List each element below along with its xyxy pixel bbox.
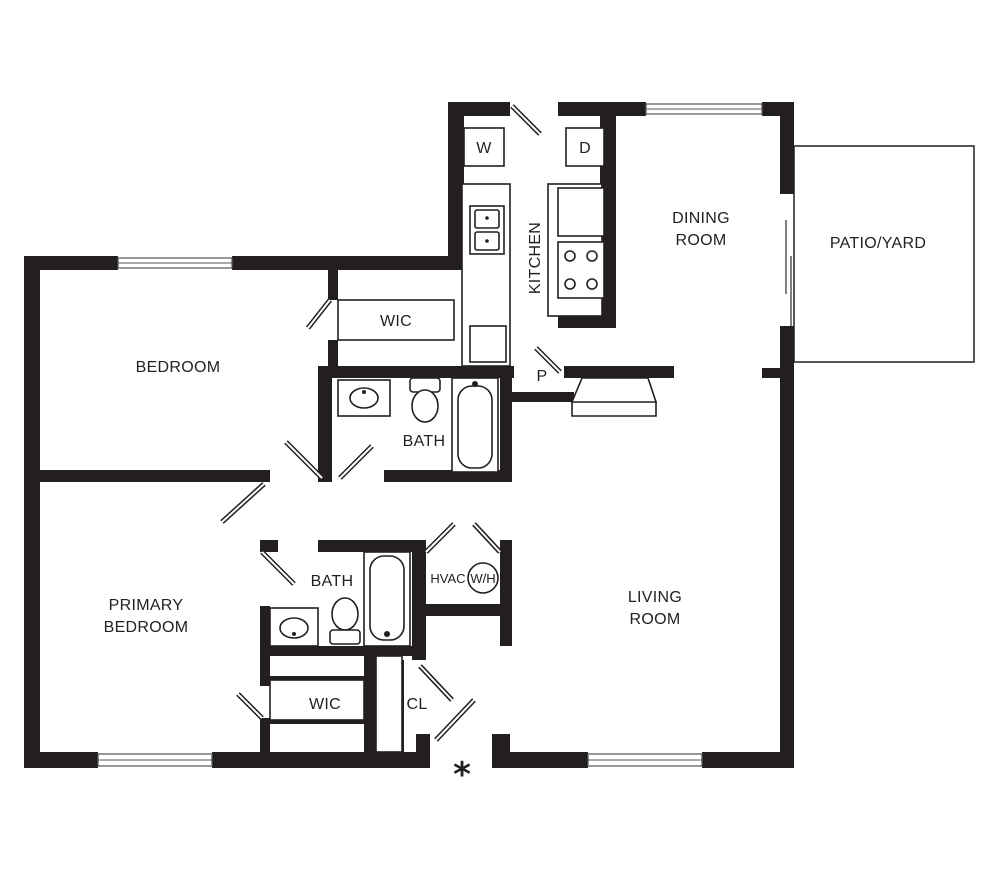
water-heater-label: W/H	[470, 571, 495, 586]
wic-upper-label: WIC	[380, 313, 412, 330]
doors	[220, 104, 562, 742]
upper-bath-tub	[451, 377, 499, 473]
patio-sliding-door	[785, 220, 792, 326]
kitchen-cabinet	[469, 325, 507, 363]
dryer-label: D	[579, 140, 591, 157]
patio-label: PATIO/YARD	[830, 235, 926, 252]
living-label-1: LIVING	[628, 589, 682, 606]
room-labels: BEDROOM WIC KITCHEN DINING ROOM PATIO/YA…	[104, 210, 926, 713]
dining-label-1: DINING	[672, 210, 730, 227]
upper-bath-toilet	[409, 377, 441, 423]
dishwasher	[557, 187, 605, 237]
entry-marker: *	[453, 755, 471, 795]
windows	[97, 103, 763, 767]
interior-walls	[24, 102, 674, 768]
dryer: D	[565, 127, 605, 167]
bath-lower-label: BATH	[311, 573, 354, 590]
kitchen-sink	[469, 205, 505, 255]
primary-label-2: BEDROOM	[104, 619, 189, 636]
kitchen-label: KITCHEN	[527, 222, 544, 294]
wic-lower-label: WIC	[309, 696, 341, 713]
pantry-label: P	[537, 368, 548, 385]
lower-bath-sink	[269, 607, 319, 647]
water-heater	[467, 562, 499, 594]
dining-label-2: ROOM	[676, 232, 727, 249]
washer-label: W	[476, 140, 492, 157]
primary-label-1: PRIMARY	[109, 597, 184, 614]
hvac-label: HVAC	[430, 571, 465, 586]
washer: W	[463, 127, 505, 167]
lower-bath-toilet	[329, 597, 361, 645]
living-label-2: ROOM	[630, 611, 681, 628]
closet-label: CL	[406, 696, 427, 713]
stove	[557, 241, 605, 299]
bath-upper-label: BATH	[403, 433, 446, 450]
patio-outline	[793, 145, 975, 363]
upper-bath-sink	[337, 379, 391, 417]
fireplace	[570, 377, 658, 417]
lower-bath-tub	[363, 551, 411, 647]
bedroom-label: BEDROOM	[136, 359, 221, 376]
